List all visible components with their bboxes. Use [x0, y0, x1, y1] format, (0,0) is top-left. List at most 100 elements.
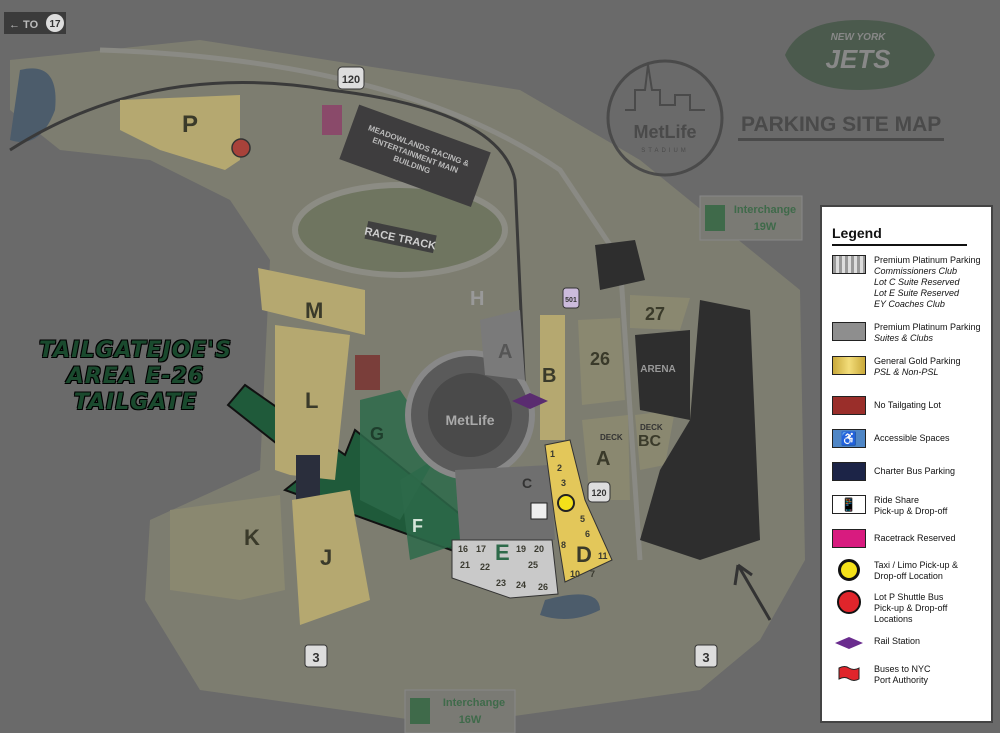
callout-line: TAILGATE	[73, 390, 198, 415]
deck-a[interactable]	[582, 415, 630, 500]
lot-m-label: M	[305, 298, 323, 323]
metlife-stadium-logo: MetLife STADIUM	[606, 59, 724, 177]
legend-sub: Commissioners Club	[874, 266, 958, 276]
legend-label: Ride Share	[874, 495, 920, 505]
svg-text:NEW YORK: NEW YORK	[831, 32, 887, 43]
lot-e-section-number: 20	[534, 544, 544, 554]
stadium-label: MetLife	[446, 412, 495, 428]
lot-26[interactable]	[578, 318, 625, 405]
legend-label: Racetrack Reserved	[874, 533, 956, 543]
legend-label: Lot P Shuttle Bus	[874, 592, 944, 602]
lot-p-label: P	[182, 111, 198, 138]
legend-sub: Pick-up & Drop-off	[874, 603, 948, 613]
lot-e-section-number: 26	[538, 582, 548, 592]
lot-d-section-number: 11	[598, 551, 608, 561]
page-title: PARKING SITE MAP	[738, 113, 945, 141]
lot-c[interactable]	[455, 465, 555, 540]
legend: Legend Premium Platinum Parking Commissi…	[820, 205, 993, 723]
lot-d-label: D	[576, 542, 592, 567]
accessible-icon: ♿	[832, 429, 866, 448]
legend-item-premium-platinum-striped: Premium Platinum Parking Commissioners C…	[832, 255, 983, 310]
deck-bc[interactable]	[635, 410, 675, 470]
lot-d-section-number: 10	[570, 569, 580, 579]
lot-e-section-number: 21	[460, 560, 470, 570]
lot-e-section-number: 23	[496, 578, 506, 588]
lot-d-section-number: 1	[550, 449, 555, 459]
lot-d-section-number: 5	[580, 514, 585, 524]
shuttle-stop-icon[interactable]	[231, 138, 251, 158]
route-120-shield: 120	[587, 481, 611, 503]
lot-d-section-number: 7	[590, 569, 595, 579]
lot-e-section-number: 16	[458, 544, 468, 554]
rail-station-icon	[832, 633, 866, 652]
lot-e[interactable]	[451, 539, 559, 599]
legend-item-no-tailgating: No Tailgating Lot	[832, 396, 983, 415]
route-3-shield: 3	[694, 644, 718, 668]
lot-d[interactable]	[544, 439, 613, 583]
parking-structure	[640, 300, 760, 560]
taxi-limo-icon[interactable]	[557, 494, 575, 512]
lot-26-label: 26	[590, 349, 610, 369]
water	[10, 68, 56, 142]
lot-d-section-number: 3	[561, 478, 566, 488]
gray-swatch-icon	[832, 322, 866, 341]
lot-j-label: J	[320, 545, 332, 570]
flag-icon	[832, 664, 866, 683]
taxi-icon	[832, 558, 866, 581]
gold-swatch-icon	[832, 356, 866, 375]
svg-text:3: 3	[312, 650, 319, 665]
water	[540, 594, 600, 619]
lot-l[interactable]	[275, 325, 350, 480]
legend-item-charter-bus: Charter Bus Parking	[832, 462, 983, 481]
route-3-shield: 3	[304, 644, 328, 668]
legend-title: Legend	[832, 225, 967, 246]
svg-text:JETS: JETS	[825, 44, 891, 74]
lot-b-label: B	[542, 365, 556, 387]
lot-h-label: H	[470, 288, 484, 310]
lot-a-label: A	[498, 341, 512, 363]
svg-text:501: 501	[565, 297, 577, 304]
ride-share-icon[interactable]	[530, 502, 548, 520]
route-501-shield: 501	[562, 287, 580, 309]
legend-sub: Pick-up & Drop-off	[874, 506, 948, 516]
svg-text:STADIUM: STADIUM	[641, 148, 689, 154]
lot-27-label: 27	[645, 304, 665, 324]
lot-j[interactable]	[292, 490, 370, 625]
svg-text:16W: 16W	[459, 714, 482, 726]
lot-p[interactable]	[120, 95, 240, 170]
lot-d-section-number: 8	[561, 540, 566, 550]
svg-text:3: 3	[702, 650, 709, 665]
no-tailgating-lot	[355, 355, 380, 390]
lot-a[interactable]	[480, 310, 525, 380]
lot-27[interactable]	[630, 295, 690, 330]
lot-m[interactable]	[258, 268, 365, 335]
lot-b[interactable]	[540, 315, 565, 440]
rail-station-icon[interactable]	[512, 393, 548, 409]
ride-share-icon: 📱	[832, 495, 866, 514]
svg-text:120: 120	[342, 74, 360, 86]
legend-sub: Suites & Clubs	[874, 333, 934, 343]
legend-sub: Port Authority	[874, 675, 929, 685]
legend-sub: Lot E Suite Reserved	[874, 288, 960, 298]
racetrack-reserved-lot	[322, 105, 342, 135]
stadium-field	[428, 373, 512, 457]
legend-sub: Lot C Suite Reserved	[874, 277, 960, 287]
lot-e-label: E	[495, 540, 510, 565]
lot-e-section-number: 17	[476, 544, 486, 554]
lot-k[interactable]	[170, 495, 285, 600]
deck-a-letter: A	[596, 448, 610, 470]
red-swatch-icon	[832, 396, 866, 415]
legend-item-rail: Rail Station	[832, 633, 983, 652]
svg-text:Interchange: Interchange	[734, 204, 796, 216]
legend-label: No Tailgating Lot	[874, 400, 941, 410]
legend-item-accessible: ♿ Accessible Spaces	[832, 429, 983, 448]
